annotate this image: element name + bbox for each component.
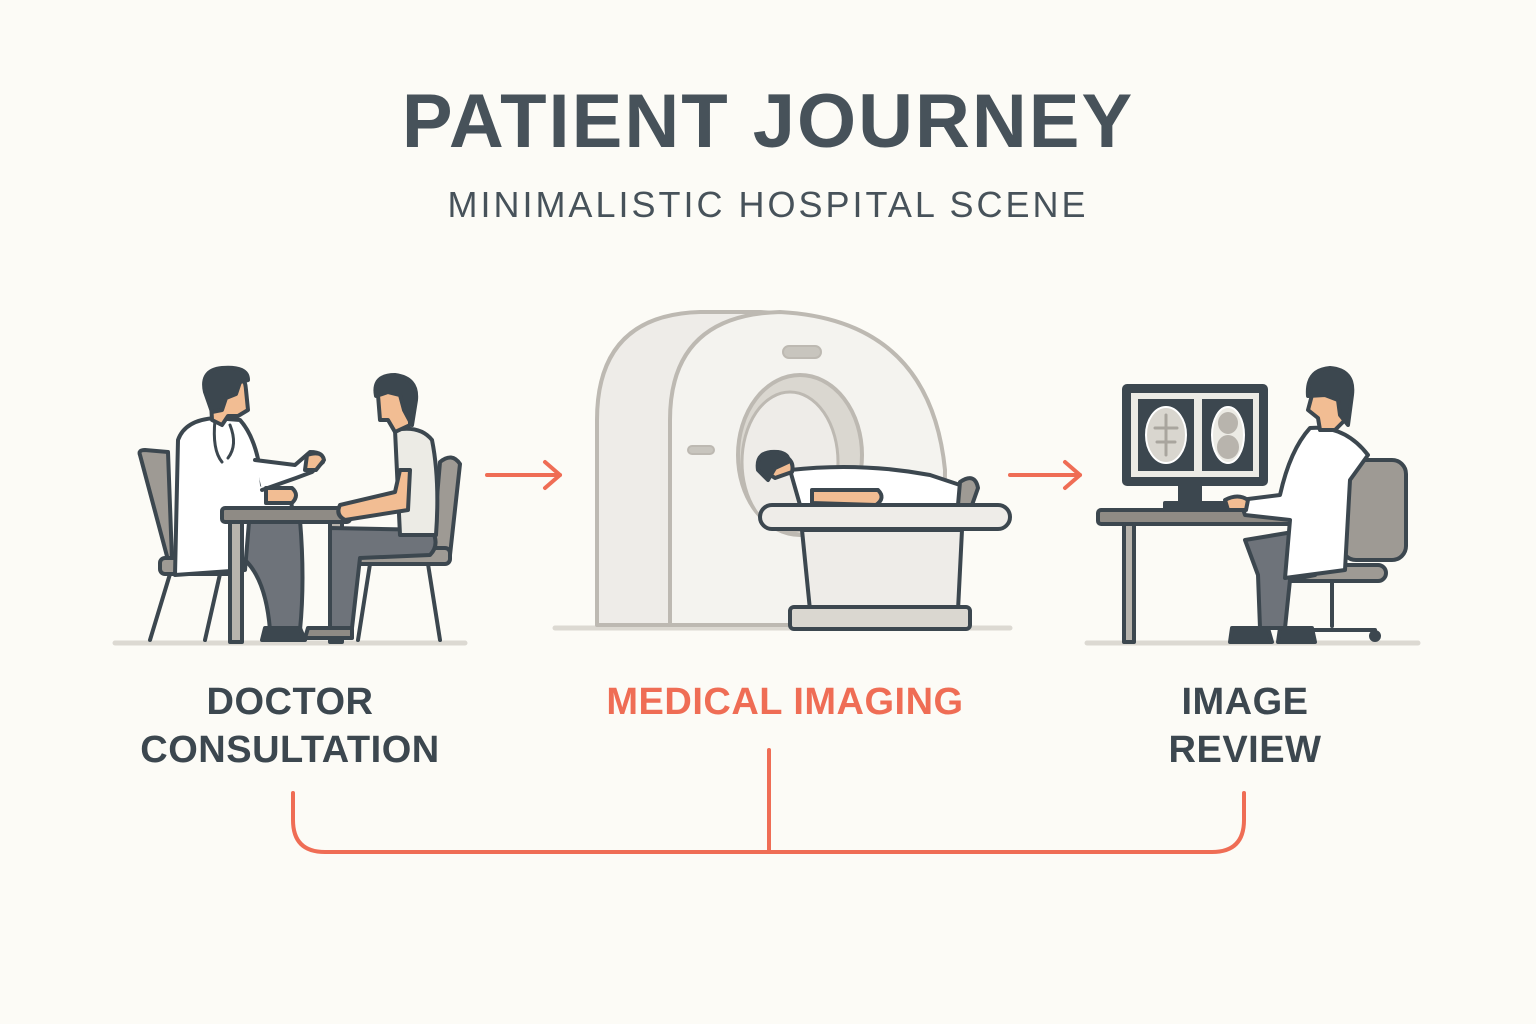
step-label-image-review: IMAGE REVIEW xyxy=(1130,678,1360,774)
step-label-doctor-consultation: DOCTOR CONSULTATION xyxy=(120,678,460,774)
label-line: DOCTOR xyxy=(206,681,374,723)
step-label-medical-imaging: MEDICAL IMAGING xyxy=(580,678,990,726)
label-line: IMAGE xyxy=(1181,681,1309,723)
doctor-consultation-illustration xyxy=(137,365,462,644)
image-review-illustration xyxy=(1096,366,1408,644)
scanner-bed xyxy=(758,503,1012,631)
label-line: CONSULTATION xyxy=(140,729,440,771)
patient-figure xyxy=(303,373,440,640)
page-subtitle: MINIMALISTIC HOSPITAL SCENE xyxy=(447,184,1089,225)
doctor-figure xyxy=(173,365,326,642)
patient-lying-figure xyxy=(755,449,980,507)
label-line: MEDICAL IMAGING xyxy=(606,681,964,723)
label-line: REVIEW xyxy=(1168,729,1322,771)
reviewer-figure xyxy=(1223,366,1370,644)
page-title: PATIENT JOURNEY xyxy=(401,79,1135,164)
monitor-icon xyxy=(1122,384,1268,512)
mri-scanner-illustration xyxy=(595,310,1012,631)
arrow-right-icon xyxy=(1008,460,1082,490)
bracket-connector xyxy=(291,748,1246,854)
arrow-right-icon xyxy=(485,460,562,490)
